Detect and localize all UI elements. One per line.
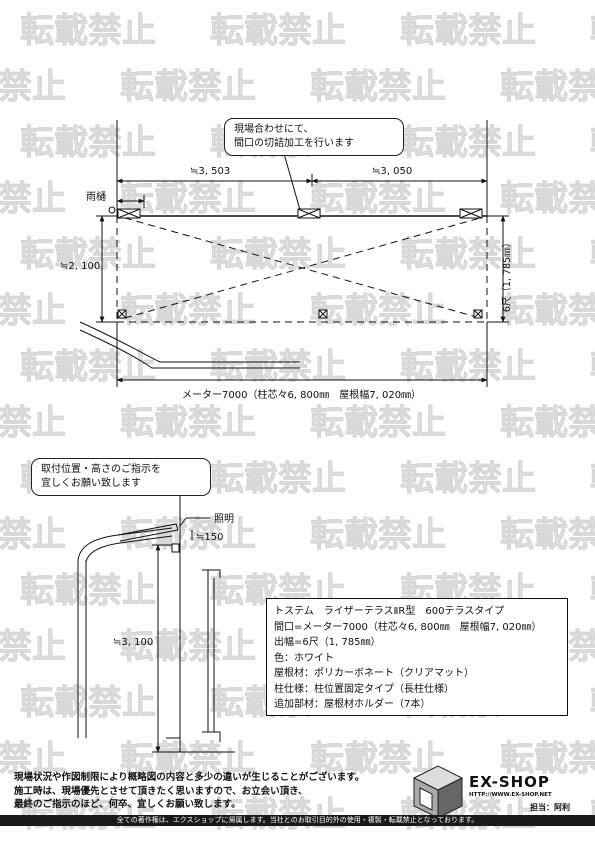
- watermark-text: 転載禁止: [310, 515, 446, 555]
- side-wall: [172, 500, 181, 738]
- side-diagram: [77, 489, 235, 753]
- footer-copyright: 全ての著作権は、エクスショップに帰属します。当社とのお取引目的外の使用・複製・転…: [0, 815, 595, 826]
- watermark-text: 転載禁止: [0, 179, 66, 219]
- watermark-text: 転載禁止: [0, 515, 66, 555]
- side-gutter-curve: [77, 527, 173, 563]
- watermark-text: 転載禁止: [590, 459, 595, 499]
- watermark-text: 転載禁止: [120, 291, 256, 331]
- spec-line-product: トステム ライザーテラスⅡR型 600テラスタイプ: [274, 606, 505, 617]
- watermark-text: 転載禁止: [590, 347, 595, 387]
- side-post: [77, 560, 87, 738]
- watermark-text: 転載禁止: [120, 179, 256, 219]
- side-callout-line-2: 宜しくお願い致します: [41, 478, 141, 489]
- watermark-text: 転載禁止: [20, 235, 156, 275]
- spec-line-color: 色：ホワイト: [274, 652, 334, 664]
- watermark-text: 転載禁止: [310, 403, 446, 443]
- watermark-text: 転載禁止: [500, 739, 595, 779]
- watermark-text: 転載禁止: [500, 291, 595, 331]
- dim-left-span: ≒3, 503: [190, 166, 231, 177]
- notes-block: 現場状況や作図制限により概略図の内容と多少の違いが生じることがございます。 施工…: [14, 771, 364, 812]
- logo-url: HTTP://WWW.EX-SHOP.NET: [469, 792, 552, 798]
- dim-projection: 6尺（1, 785㎜）: [502, 237, 514, 313]
- watermark-text: 転載禁止: [500, 67, 595, 107]
- watermark-text: 転載禁止: [590, 683, 595, 723]
- gutter-label: 雨樋: [86, 192, 106, 203]
- watermark-text: 転載禁止: [120, 403, 256, 443]
- dim-right-span: ≒3, 050: [372, 166, 413, 177]
- dim-height: ≒2, 100: [60, 261, 101, 272]
- side-roof: [117, 523, 179, 542]
- watermark-text: 転載禁止: [0, 403, 66, 443]
- side-bracket: [171, 543, 180, 553]
- side-callout-line-1: 取付位置・高さのご指示を: [41, 464, 161, 475]
- curb-line: [79, 321, 300, 363]
- brace-diagonal-2: [124, 217, 481, 319]
- curb-line-inner: [79, 329, 300, 369]
- logo-person: 担当：阿利: [530, 803, 570, 812]
- watermark-text: 転載禁止: [210, 459, 346, 499]
- watermark-text: 転載禁止: [310, 67, 446, 107]
- ex-shop-logo-cube: [412, 765, 464, 819]
- watermark-text: 転載禁止: [210, 235, 346, 275]
- note-line-1: 現場状況や作図制限により概略図の内容と多少の違いが生じることがございます。: [14, 772, 365, 783]
- gutter-symbol: [108, 206, 116, 214]
- watermark-text: 転載禁止: [120, 739, 256, 779]
- watermark-text: 転載禁止: [120, 67, 256, 107]
- watermark-text: 転載禁止: [20, 683, 156, 723]
- watermark-text: 転載禁止: [210, 11, 346, 51]
- watermark-text: 転載禁止: [590, 571, 595, 611]
- watermark-text: 転載禁止: [400, 459, 536, 499]
- spec-box: トステム ライザーテラスⅡR型 600テラスタイプ 間口=メーター7000（柱芯…: [266, 598, 568, 716]
- watermark-text: 転載禁止: [400, 235, 536, 275]
- dim-side-height: ≒3, 100: [113, 637, 154, 648]
- watermark-text: 転載禁止: [310, 291, 446, 331]
- spec-line-width: 間口=メーター7000（柱芯々6, 800㎜ 屋根幅7, 020㎜）: [274, 621, 542, 633]
- spec-line-projection: 出幅=6尺（1, 785㎜）: [274, 637, 381, 648]
- side-door: [202, 569, 221, 742]
- top-callout-line-1: 現場合わせにて、: [234, 124, 314, 135]
- spec-line-extra: 追加部材：屋根材ホルダー（7本）: [274, 699, 431, 710]
- watermark-text: 転載禁止: [500, 179, 595, 219]
- watermark-text: 転載禁止: [400, 123, 536, 163]
- watermark-text: 転載禁止: [400, 11, 536, 51]
- watermark-text: 転載禁止: [590, 11, 595, 51]
- top-callout: 現場合わせにて、 間口の切詰加工を行います: [224, 118, 404, 156]
- spec-line-post: 柱仕様：柱位置固定タイプ（長柱仕様）: [274, 683, 454, 695]
- watermark-text: 転載禁止: [120, 515, 256, 555]
- watermark-text: 転載禁止: [20, 123, 156, 163]
- watermark-text: 転載禁止: [20, 11, 156, 51]
- spec-line-roof: 屋根材：ポリカーボネート（クリアマット）: [274, 668, 474, 679]
- watermark-text: 転載禁止: [0, 739, 66, 779]
- watermark-text: 転載禁止: [590, 123, 595, 163]
- side-callout: 取付位置・高さのご指示を 宜しくお願い致します: [31, 458, 211, 496]
- side-wall-outer: [166, 737, 235, 753]
- watermark-text: 転載禁止: [0, 291, 66, 331]
- watermark-text: 転載禁止: [20, 571, 156, 611]
- watermark-text: 転載禁止: [310, 179, 446, 219]
- note-line-3: 最終のご指示のほど、何卒、宜しくお願い致します。: [14, 799, 241, 810]
- plan-diagram: [79, 120, 509, 387]
- top-callout-line-2: 間口の切詰加工を行います: [234, 138, 354, 149]
- watermark-text: 転載禁止: [0, 627, 66, 667]
- watermark-text: 転載禁止: [590, 235, 595, 275]
- light-label: 照明: [214, 514, 234, 525]
- watermark-text: 転載禁止: [500, 403, 595, 443]
- dim-total-width: メーター7000（柱芯々6, 800㎜ 屋根幅7, 020㎜）: [182, 390, 422, 401]
- logo-name: EX-SHOP: [469, 773, 550, 791]
- watermark-text: 転載禁止: [120, 627, 256, 667]
- dim-small: ≒150: [196, 532, 224, 543]
- watermark-text: 転載禁止: [310, 739, 446, 779]
- note-line-2: 施工時は、現場優先とさせて頂きたく思いますので、お立会い頂き、: [14, 785, 308, 797]
- watermark-text: 転載禁止: [500, 515, 595, 555]
- watermark-text: 転載禁止: [0, 67, 66, 107]
